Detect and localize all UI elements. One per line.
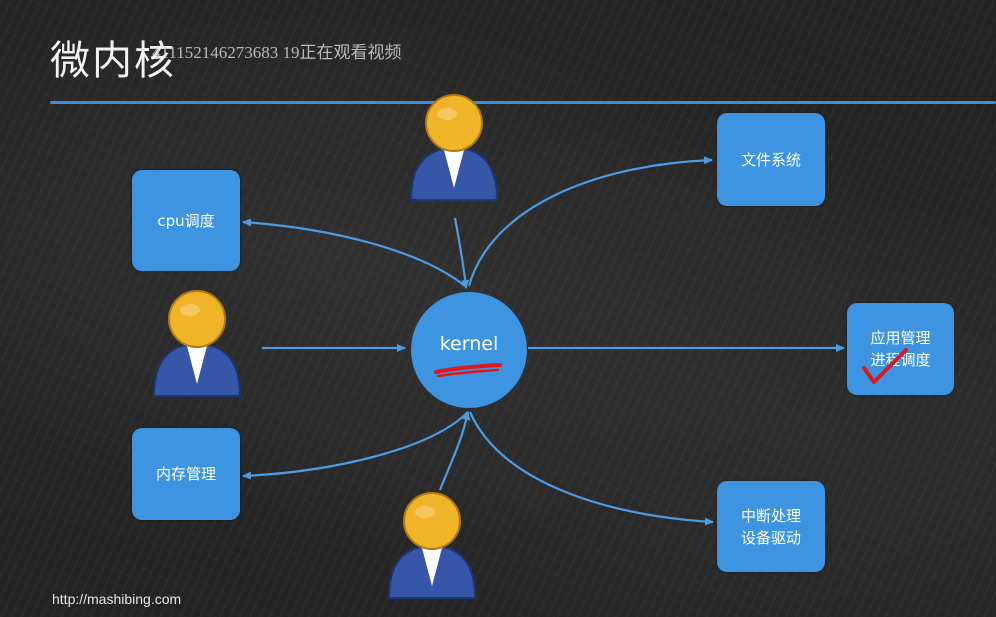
check-mark <box>862 348 908 384</box>
footer-url[interactable]: http://mashibing.com <box>52 591 182 607</box>
process-scheduling-label: 进程调度 <box>870 351 931 369</box>
kernel-label: kernel <box>439 333 499 355</box>
page-title: 微内核 <box>50 38 176 84</box>
edge-kernel-to-cpu <box>242 218 466 287</box>
viewer-watermark: 411152146273683 19正在观看视频 <box>152 43 402 62</box>
edge-kernel-to-memory <box>242 411 469 480</box>
interrupt-handling-label: 中断处理 <box>740 506 801 525</box>
cpu-scheduling-box: cpu调度 <box>132 170 240 271</box>
edge-user-bottom-to-kernel <box>438 411 471 491</box>
app-management-box: 应用管理 进程调度 <box>847 303 954 395</box>
user-icon <box>152 290 242 397</box>
user-icon <box>387 492 477 599</box>
title-divider <box>50 101 996 104</box>
memory-management-label: 内存管理 <box>155 465 216 483</box>
kernel-node: kernel <box>411 292 527 408</box>
edge-kernel-to-filesystem <box>467 156 713 287</box>
interrupt-handling-box: 中断处理 设备驱动 <box>717 481 825 572</box>
file-system-label: 文件系统 <box>740 150 801 169</box>
device-driver-label: 设备驱动 <box>740 528 801 547</box>
user-icon <box>409 94 499 201</box>
file-system-box: 文件系统 <box>717 113 825 206</box>
cpu-scheduling-label: cpu调度 <box>157 211 215 230</box>
kernel-underline-mark <box>434 363 502 374</box>
app-management-label: 应用管理 <box>870 329 931 347</box>
edge-kernel-to-interrupt <box>468 411 714 526</box>
memory-management-box: 内存管理 <box>132 428 240 520</box>
edge-user-top-to-kernel <box>453 217 470 289</box>
kernel-underline-mark-2 <box>436 368 500 378</box>
